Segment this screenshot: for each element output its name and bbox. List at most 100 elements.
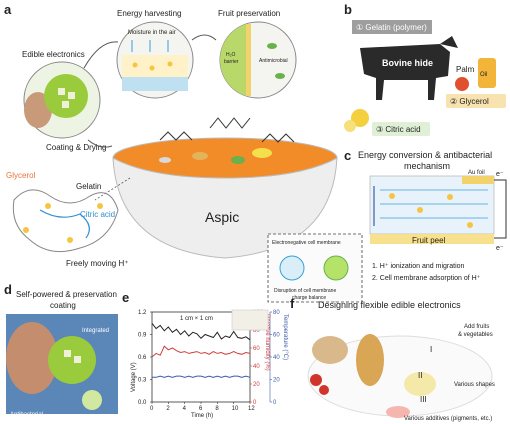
preservation-arrow: [191, 34, 217, 41]
antimicrobial-label: Antimicrobial: [259, 58, 288, 64]
barrier-label: barrier: [224, 59, 239, 65]
y2-tick-label: 80: [253, 328, 260, 334]
integrated-label: Integrated: [82, 328, 109, 334]
y-tick-label: 1.2: [138, 310, 147, 316]
panel-c-title-2: mechanism: [404, 161, 450, 171]
citric-acid-b-label: ③ Citric acid: [376, 125, 421, 134]
label-III: III: [420, 395, 427, 404]
proton-dot: [97, 203, 103, 209]
round-film: [404, 372, 436, 396]
series-line-1: [151, 345, 251, 358]
cracker-stack: [356, 334, 384, 386]
y-tick-label: 0.3: [138, 378, 147, 384]
food-piece: [159, 157, 171, 163]
label-I: I: [430, 345, 432, 354]
panel-f-letter: f: [290, 296, 295, 311]
cow-head: [440, 36, 458, 48]
lemon-icon: [351, 109, 369, 127]
size-label: 1 cm × 1 cm: [180, 316, 213, 322]
x-tick-label: 12: [248, 406, 255, 412]
h2o-label: H₂O: [226, 52, 236, 58]
palm-label: Palm: [456, 65, 475, 74]
bacteria-icon: [267, 43, 277, 49]
panel-d-title-2: coating: [50, 301, 76, 310]
substrate-layer: [122, 77, 188, 91]
gelatin-polymer-label: ① Gelatin (polymer): [356, 23, 427, 32]
au-foil-label: Au foil: [468, 170, 485, 176]
electrode-pad: [62, 101, 69, 108]
apple-photo: [48, 336, 96, 384]
various-additives: Various additives (pigments, etc.): [404, 416, 492, 422]
y3-tick-label: 60: [273, 333, 280, 339]
disruption-label-1: Disruption of cell membrane: [274, 288, 336, 294]
y2-axis-label: Relative humidity (%): [264, 314, 270, 371]
herb-piece: [231, 156, 245, 164]
food-piece: [192, 152, 208, 160]
gelatin-label: Gelatin: [76, 182, 101, 191]
x-tick-label: 4: [183, 406, 187, 412]
panel-c-title-1: Energy conversion & antibacterial: [358, 150, 492, 160]
lemon-slice-icon: [344, 120, 356, 132]
y3-tick-label: 0: [273, 400, 277, 406]
bowl: [112, 157, 338, 259]
freely-moving-label: Freely moving H⁺: [66, 259, 128, 268]
citric-banner: [372, 122, 430, 136]
oil-bottle-icon: [478, 58, 496, 88]
film-layer: [122, 55, 188, 77]
add-fruits-2: & vegetables: [458, 332, 493, 338]
glycerol-banner: [446, 94, 506, 108]
lemon-slice: [252, 148, 272, 158]
y3-tick-label: 80: [273, 310, 280, 316]
panel-e-letter: e: [122, 290, 129, 305]
citric-acid-network: [39, 209, 90, 239]
pink-film: [386, 406, 410, 418]
glycerol-b-label: ② Glycerol: [450, 97, 489, 106]
glycerol-molecule: [159, 131, 193, 141]
x-tick-label: 0: [150, 406, 154, 412]
edible-electronics-label: Edible electronics: [22, 50, 85, 59]
bacteria-icon: [275, 73, 285, 79]
disruption-label-2: charge balance: [292, 295, 326, 301]
fruit-peel-layer: [370, 234, 494, 244]
x-tick-label: 6: [199, 406, 203, 412]
antibacterial-inset: [82, 390, 102, 410]
step2-label: 2. Cell membrane adsorption of H⁺: [372, 275, 481, 282]
electrode-pad: [58, 88, 65, 95]
series-line-2: [152, 375, 251, 378]
tomato-icon: [319, 385, 329, 395]
glycerol-label: Glycerol: [6, 171, 36, 180]
panel-d-title-1: Self-powered & preservation: [16, 290, 117, 299]
y2-tick-label: 60: [253, 346, 260, 352]
panel-f-title: Designing flexible edible electronics: [318, 300, 461, 310]
electron-1-label: e⁻: [496, 171, 504, 178]
coating-arrow: [87, 139, 113, 148]
proton-dot: [45, 203, 51, 209]
electrode-pad: [74, 356, 81, 363]
harvest-arrow: [83, 41, 119, 69]
panel-d-letter: d: [4, 282, 12, 297]
proton-dot: [149, 65, 155, 71]
series-line-0: [151, 322, 251, 341]
y-axis-label: Voltage (V): [131, 362, 137, 392]
moisture-label: Moisture in the air: [128, 30, 176, 36]
y2-tick-label: 0: [253, 400, 257, 406]
chart-e: 0246810120.00.30.60.91.20204060801000204…: [131, 310, 288, 419]
bacterium-icon: [279, 255, 305, 281]
electrode-pad: [68, 92, 75, 99]
barrier-layer: [246, 24, 251, 96]
x-axis-label: Time (h): [191, 413, 213, 419]
bovine-hide-label: Bovine hide: [382, 58, 433, 68]
proton-dot: [167, 61, 173, 67]
coating-drying-label: Coating & Drying: [46, 143, 106, 152]
face-icon: [6, 322, 58, 394]
citric-acid-label: Citric acid: [80, 210, 115, 219]
gelatin-network: [12, 189, 119, 253]
palm-fruit-icon: [455, 77, 469, 91]
apple-icon: [44, 74, 88, 118]
proton-dot: [23, 227, 29, 233]
tomato-icon: [310, 374, 322, 386]
electron-2-label: e⁻: [496, 245, 504, 252]
y3-axis-label: Temperature (°C): [282, 314, 288, 360]
gelatin-banner: [352, 20, 432, 34]
